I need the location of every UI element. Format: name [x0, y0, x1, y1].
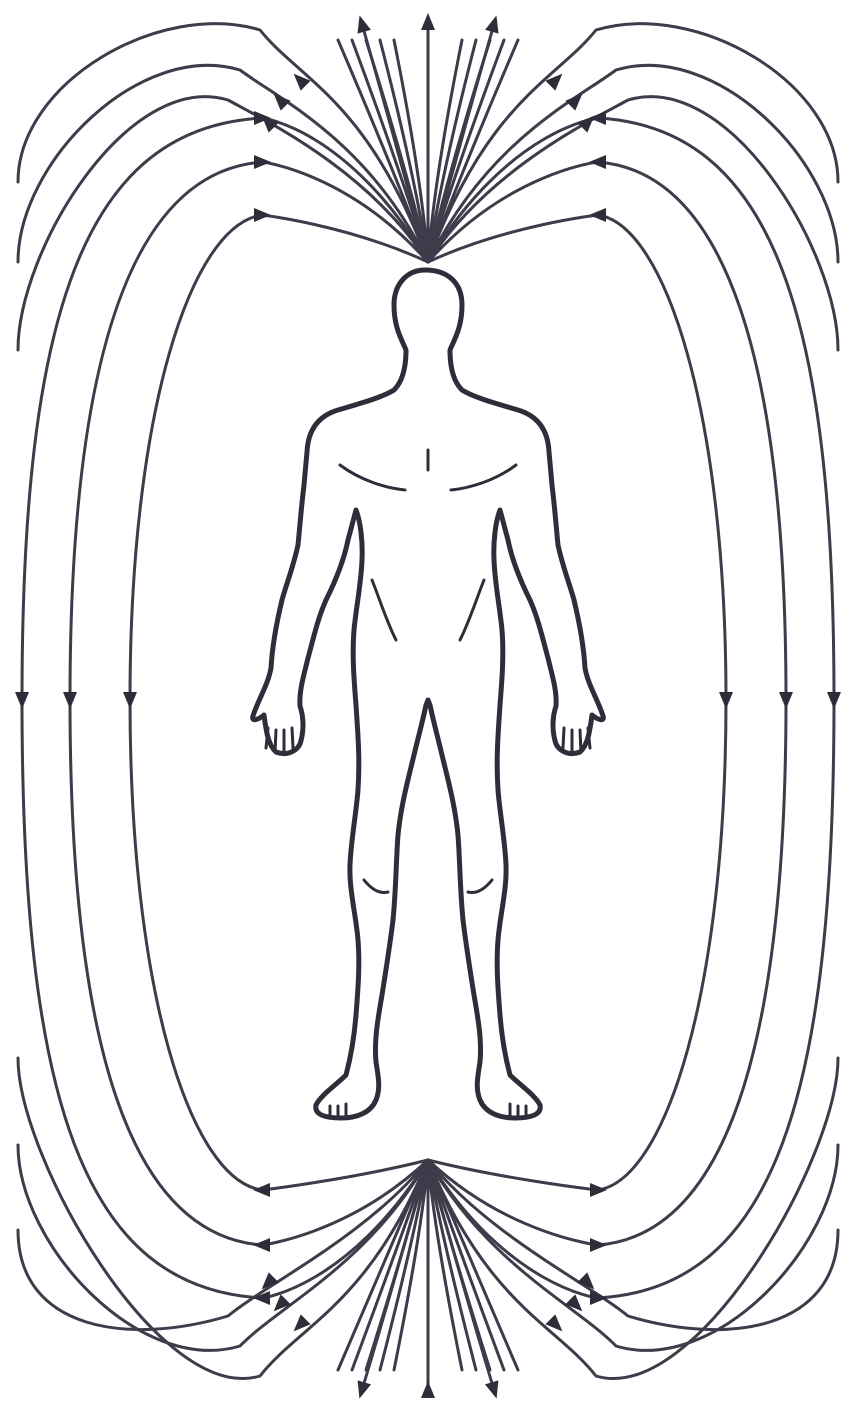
arrow-ray-bottom-1: [485, 1380, 503, 1400]
field-arc-top-5: [428, 97, 838, 350]
arrow-ray-top-0: [353, 13, 371, 33]
arrow-arc-top-5: [577, 111, 599, 133]
arrow-loop-side-4: [779, 692, 793, 709]
arrow-loop-side-1: [63, 692, 77, 709]
arrow-loop-top-1: [254, 155, 271, 169]
arrow-loop-bottom-5: [590, 1291, 607, 1305]
human-figure: [253, 270, 604, 1118]
field-arc-top-4: [428, 65, 838, 262]
arrow-loop-side-5: [827, 692, 841, 709]
field-arc-top-1: [18, 65, 428, 262]
arrow-arc-top-0: [289, 69, 311, 91]
field-arc-top-3: [428, 24, 838, 262]
arrow-loop-side-0: [123, 692, 137, 709]
arrow-loop-bottom-3: [590, 1183, 607, 1197]
arrow-ray-top-1: [485, 13, 503, 33]
arrow-arc-bottom-0: [289, 1314, 311, 1336]
body-outline: [253, 270, 604, 1118]
arrow-arc-bottom-3: [545, 1314, 567, 1336]
arrow-loop-bottom-0: [253, 1183, 270, 1197]
arrow-loop-top-0: [254, 208, 271, 222]
arrow-loop-bottom-1: [253, 1238, 270, 1252]
arrow-arc-bottom-2: [257, 1272, 279, 1294]
arrow-loop-side-3: [719, 692, 733, 709]
arrow-axis-bottom: [421, 1381, 435, 1398]
field-arc-top-2: [18, 97, 428, 350]
field-arc-top-0: [18, 24, 428, 262]
arrow-arc-bottom-5: [577, 1272, 599, 1294]
arrow-ray-bottom-0: [353, 1380, 371, 1400]
arrow-loop-bottom-4: [590, 1238, 607, 1252]
arrow-arc-top-3: [545, 69, 567, 91]
arrow-loop-side-2: [15, 692, 29, 709]
arrow-loop-top-4: [589, 155, 606, 169]
arrow-loop-top-3: [589, 208, 606, 222]
arrow-axis-top: [421, 13, 435, 30]
